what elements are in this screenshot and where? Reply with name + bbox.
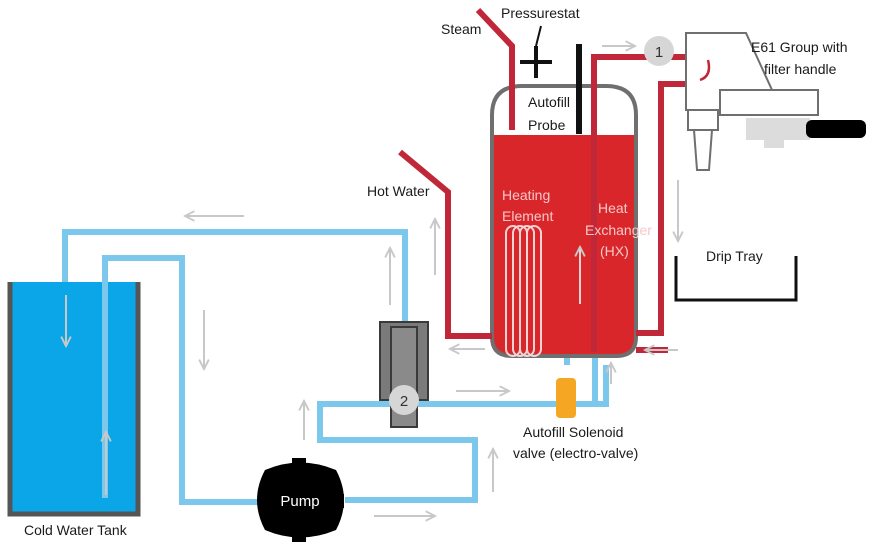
badge-1: 1: [644, 36, 674, 66]
pump: [257, 458, 344, 542]
badge-2-text: 2: [400, 393, 408, 410]
label-pump: Pump: [280, 493, 319, 510]
drip-tray: [674, 256, 798, 302]
label-autofill-probe-line1: Autofill: [528, 94, 570, 110]
label-cold-water-tank: Cold Water Tank: [24, 522, 128, 538]
badge-2: 2: [389, 385, 419, 415]
autofill-probe: [576, 44, 582, 134]
autofill-solenoid: [556, 378, 576, 418]
pressurestat: [520, 25, 552, 78]
badge-1-text: 1: [655, 44, 663, 61]
label-steam: Steam: [441, 21, 481, 37]
label-autofill-probe-line2: Probe: [528, 117, 566, 133]
label-hx-line2: Exchanger: [585, 222, 652, 238]
label-e61-line2: filter handle: [764, 61, 837, 77]
label-autofill-solenoid-line2: valve (electro-valve): [513, 445, 638, 461]
label-hx-line3: (HX): [600, 243, 629, 259]
heating-element: [505, 225, 542, 357]
label-heating-element-line1: Heating: [502, 187, 550, 203]
label-hx-line1: Heat: [598, 200, 628, 216]
label-pressurestat: Pressurestat: [501, 5, 580, 21]
e61-group: [685, 32, 866, 171]
label-drip-tray: Drip Tray: [706, 248, 763, 264]
flow-arrows: [66, 46, 678, 516]
label-heating-element-line2: Element: [502, 208, 553, 224]
label-autofill-solenoid-line1: Autofill Solenoid: [523, 424, 623, 440]
label-hot-water: Hot Water: [367, 183, 430, 199]
label-e61-line1: E61 Group with: [751, 39, 848, 55]
cold-water-tank: [7, 282, 141, 517]
